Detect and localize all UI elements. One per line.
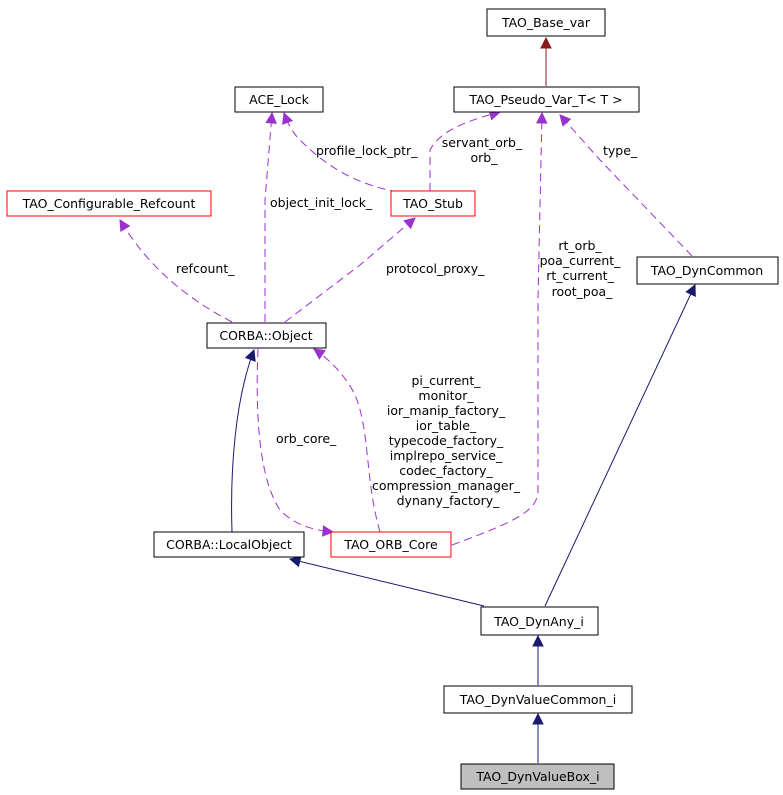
node-corba-object[interactable]: CORBA::Object <box>206 322 327 349</box>
svg-text:TAO_ORB_Core: TAO_ORB_Core <box>343 537 438 552</box>
edge-object-to-refcount <box>120 220 233 323</box>
edge-orb-core-to-object <box>314 349 381 533</box>
node-tao-dyncommon[interactable]: TAO_DynCommon <box>636 256 779 285</box>
edge-dynany-to-localobject <box>290 559 485 607</box>
edge-label-profile-lock-ptr: profile_lock_ptr_ <box>316 143 418 158</box>
edge-stub-to-pseudo-var <box>429 112 500 191</box>
edge-object-to-orb-core <box>256 348 333 532</box>
svg-text:CORBA::Object: CORBA::Object <box>219 328 312 343</box>
svg-text:TAO_Stub: TAO_Stub <box>402 196 463 211</box>
svg-text:CORBA::LocalObject: CORBA::LocalObject <box>166 537 292 552</box>
node-tao-pseudo-var-t[interactable]: TAO_Pseudo_Var_T< T > <box>453 86 640 113</box>
edge-orb-core-to-pseudo-var <box>451 113 542 546</box>
svg-text:TAO_Pseudo_Var_T< T >: TAO_Pseudo_Var_T< T > <box>468 92 622 107</box>
node-ace-lock[interactable]: ACE_Lock <box>234 86 324 113</box>
edge-object-to-ace-lock <box>264 113 272 322</box>
edge-label-servant-orb: servant_orb_ orb_ <box>442 135 526 165</box>
edge-label-rt-orb: rt_orb_ poa_current_ rt_current_ root_po… <box>540 238 625 299</box>
edge-localobject-to-object <box>231 350 254 533</box>
edge-label-refcount: refcount_ <box>176 261 235 276</box>
svg-text:TAO_DynCommon: TAO_DynCommon <box>650 263 763 278</box>
node-tao-configurable-refcount[interactable]: TAO_Configurable_Refcount <box>6 190 212 217</box>
svg-text:TAO_DynValueBox_i: TAO_DynValueBox_i <box>475 769 599 784</box>
node-tao-dynany-i[interactable]: TAO_DynAny_i <box>480 606 599 636</box>
svg-text:ACE_Lock: ACE_Lock <box>249 92 309 107</box>
node-tao-orb-core[interactable]: TAO_ORB_Core <box>330 531 452 558</box>
node-tao-dynvaluecommon-i[interactable]: TAO_DynValueCommon_i <box>443 685 633 714</box>
node-tao-stub[interactable]: TAO_Stub <box>390 190 476 217</box>
node-tao-base-var[interactable]: TAO_Base_var <box>486 8 606 37</box>
node-tao-dynvaluebox-i[interactable]: TAO_DynValueBox_i <box>460 763 615 790</box>
edge-label-orb-core-members: pi_current_ monitor_ ior_manip_factory_ … <box>372 373 524 508</box>
edge-label-protocol-proxy: protocol_proxy_ <box>386 261 485 276</box>
svg-text:TAO_DynAny_i: TAO_DynAny_i <box>493 614 584 629</box>
edge-dynany-to-dyncommon <box>544 285 695 607</box>
edge-dyncommon-to-pseudo-var <box>560 115 693 257</box>
edge-object-to-stub <box>284 218 415 323</box>
svg-text:TAO_Configurable_Refcount: TAO_Configurable_Refcount <box>22 196 196 211</box>
edge-label-orb-core: orb_core_ <box>276 431 337 446</box>
edge-stub-to-ace-lock <box>284 113 399 193</box>
edge-label-type: type_ <box>603 143 638 158</box>
edge-label-object-init-lock: object_init_lock_ <box>270 195 373 210</box>
node-corba-localobject[interactable]: CORBA::LocalObject <box>153 531 305 558</box>
svg-text:TAO_Base_var: TAO_Base_var <box>501 15 591 30</box>
svg-text:TAO_DynValueCommon_i: TAO_DynValueCommon_i <box>459 692 616 707</box>
